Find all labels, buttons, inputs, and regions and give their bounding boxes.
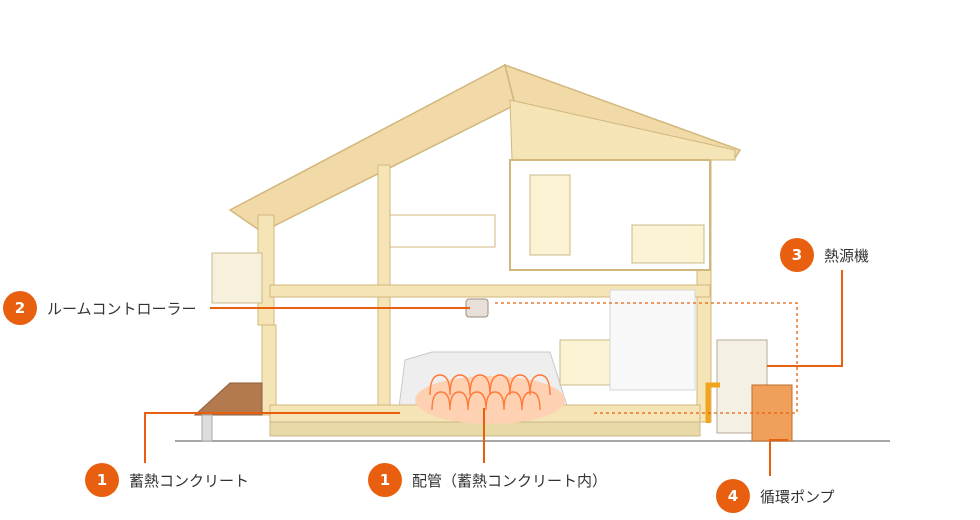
- leader-storage-concrete: [144, 412, 400, 463]
- upper-floor-slab: [269, 284, 711, 298]
- dotted-pipe-route: [495, 302, 798, 414]
- callout-number-badge: 1: [368, 463, 402, 497]
- callout-label: 熱源機: [824, 246, 870, 265]
- callout-number-badge: 1: [85, 463, 119, 497]
- callout-room-controller: 2 ルームコントローラー: [3, 291, 197, 325]
- wood-deck: [193, 382, 263, 416]
- callout-storage-concrete: 1 蓄熱コンクリート: [85, 463, 249, 497]
- loft-railing: [389, 214, 496, 248]
- gable: [509, 99, 736, 161]
- callout-heat-source: 3 熱源機: [780, 238, 869, 272]
- callout-label: ルームコントローラー: [47, 299, 197, 318]
- callout-label: 循環ポンプ: [760, 487, 835, 506]
- callout-label: 配管（蓄熱コンクリート内）: [412, 471, 608, 490]
- house-structure: [193, 63, 793, 442]
- left-wall-lower: [261, 324, 277, 416]
- kitchen-shelves: [609, 289, 696, 391]
- balcony: [211, 252, 263, 304]
- leader-heat-source: [767, 270, 843, 367]
- deck-post: [201, 414, 213, 442]
- callout-number-badge: 3: [780, 238, 814, 272]
- leader-pump: [769, 439, 788, 476]
- callout-number-badge: 2: [3, 291, 37, 325]
- roof-left: [228, 63, 516, 233]
- callout-circulation-pump: 4 循環ポンプ: [716, 479, 835, 513]
- supply-pipe: [705, 382, 720, 423]
- heating-pipes: [429, 374, 551, 411]
- callout-number-badge: 4: [716, 479, 750, 513]
- callout-label: 蓄熱コンクリート: [129, 471, 250, 490]
- leader-lines: [144, 270, 843, 476]
- callout-pipes: 1 配管（蓄熱コンクリート内）: [368, 463, 607, 497]
- bathtub-upper: [631, 224, 705, 264]
- washbasin-cabinet: [529, 174, 571, 256]
- heat-glow: [415, 376, 565, 424]
